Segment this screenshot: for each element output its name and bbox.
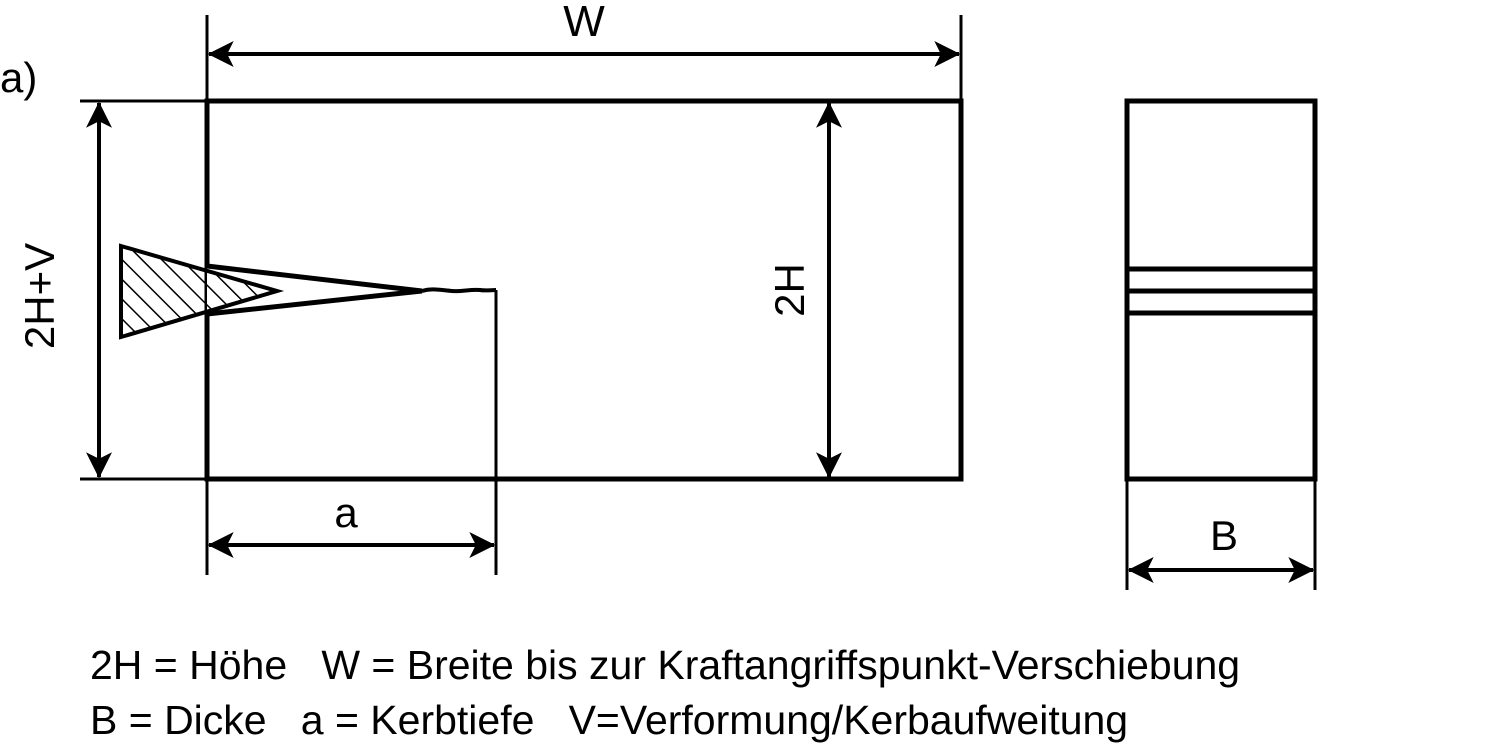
dimension-thickness xyxy=(1125,479,1317,590)
dimension-label-2h: 2H xyxy=(766,263,813,317)
dimension-label-b: B xyxy=(1210,512,1238,559)
dimension-total-height xyxy=(80,99,207,481)
loading-wedge-hatched xyxy=(119,243,285,340)
dimension-label-w: W xyxy=(563,0,605,46)
legend-line-1: 2H = Höhe W = Breite bis zur Kraftangrif… xyxy=(90,642,1241,688)
dimension-label-a: a xyxy=(334,489,358,536)
dimension-width xyxy=(205,15,963,101)
specimen-side-view xyxy=(1124,98,1318,482)
crack-line xyxy=(421,287,497,294)
dimension-label-2h-v: 2H+V xyxy=(16,243,63,349)
specimen-front-view xyxy=(119,98,964,575)
panel-label: a) xyxy=(0,54,37,101)
dimension-notch-depth xyxy=(205,479,496,575)
legend-line-2: B = Dicke a = Kerbtiefe V=Verformung/Ker… xyxy=(90,697,1129,743)
